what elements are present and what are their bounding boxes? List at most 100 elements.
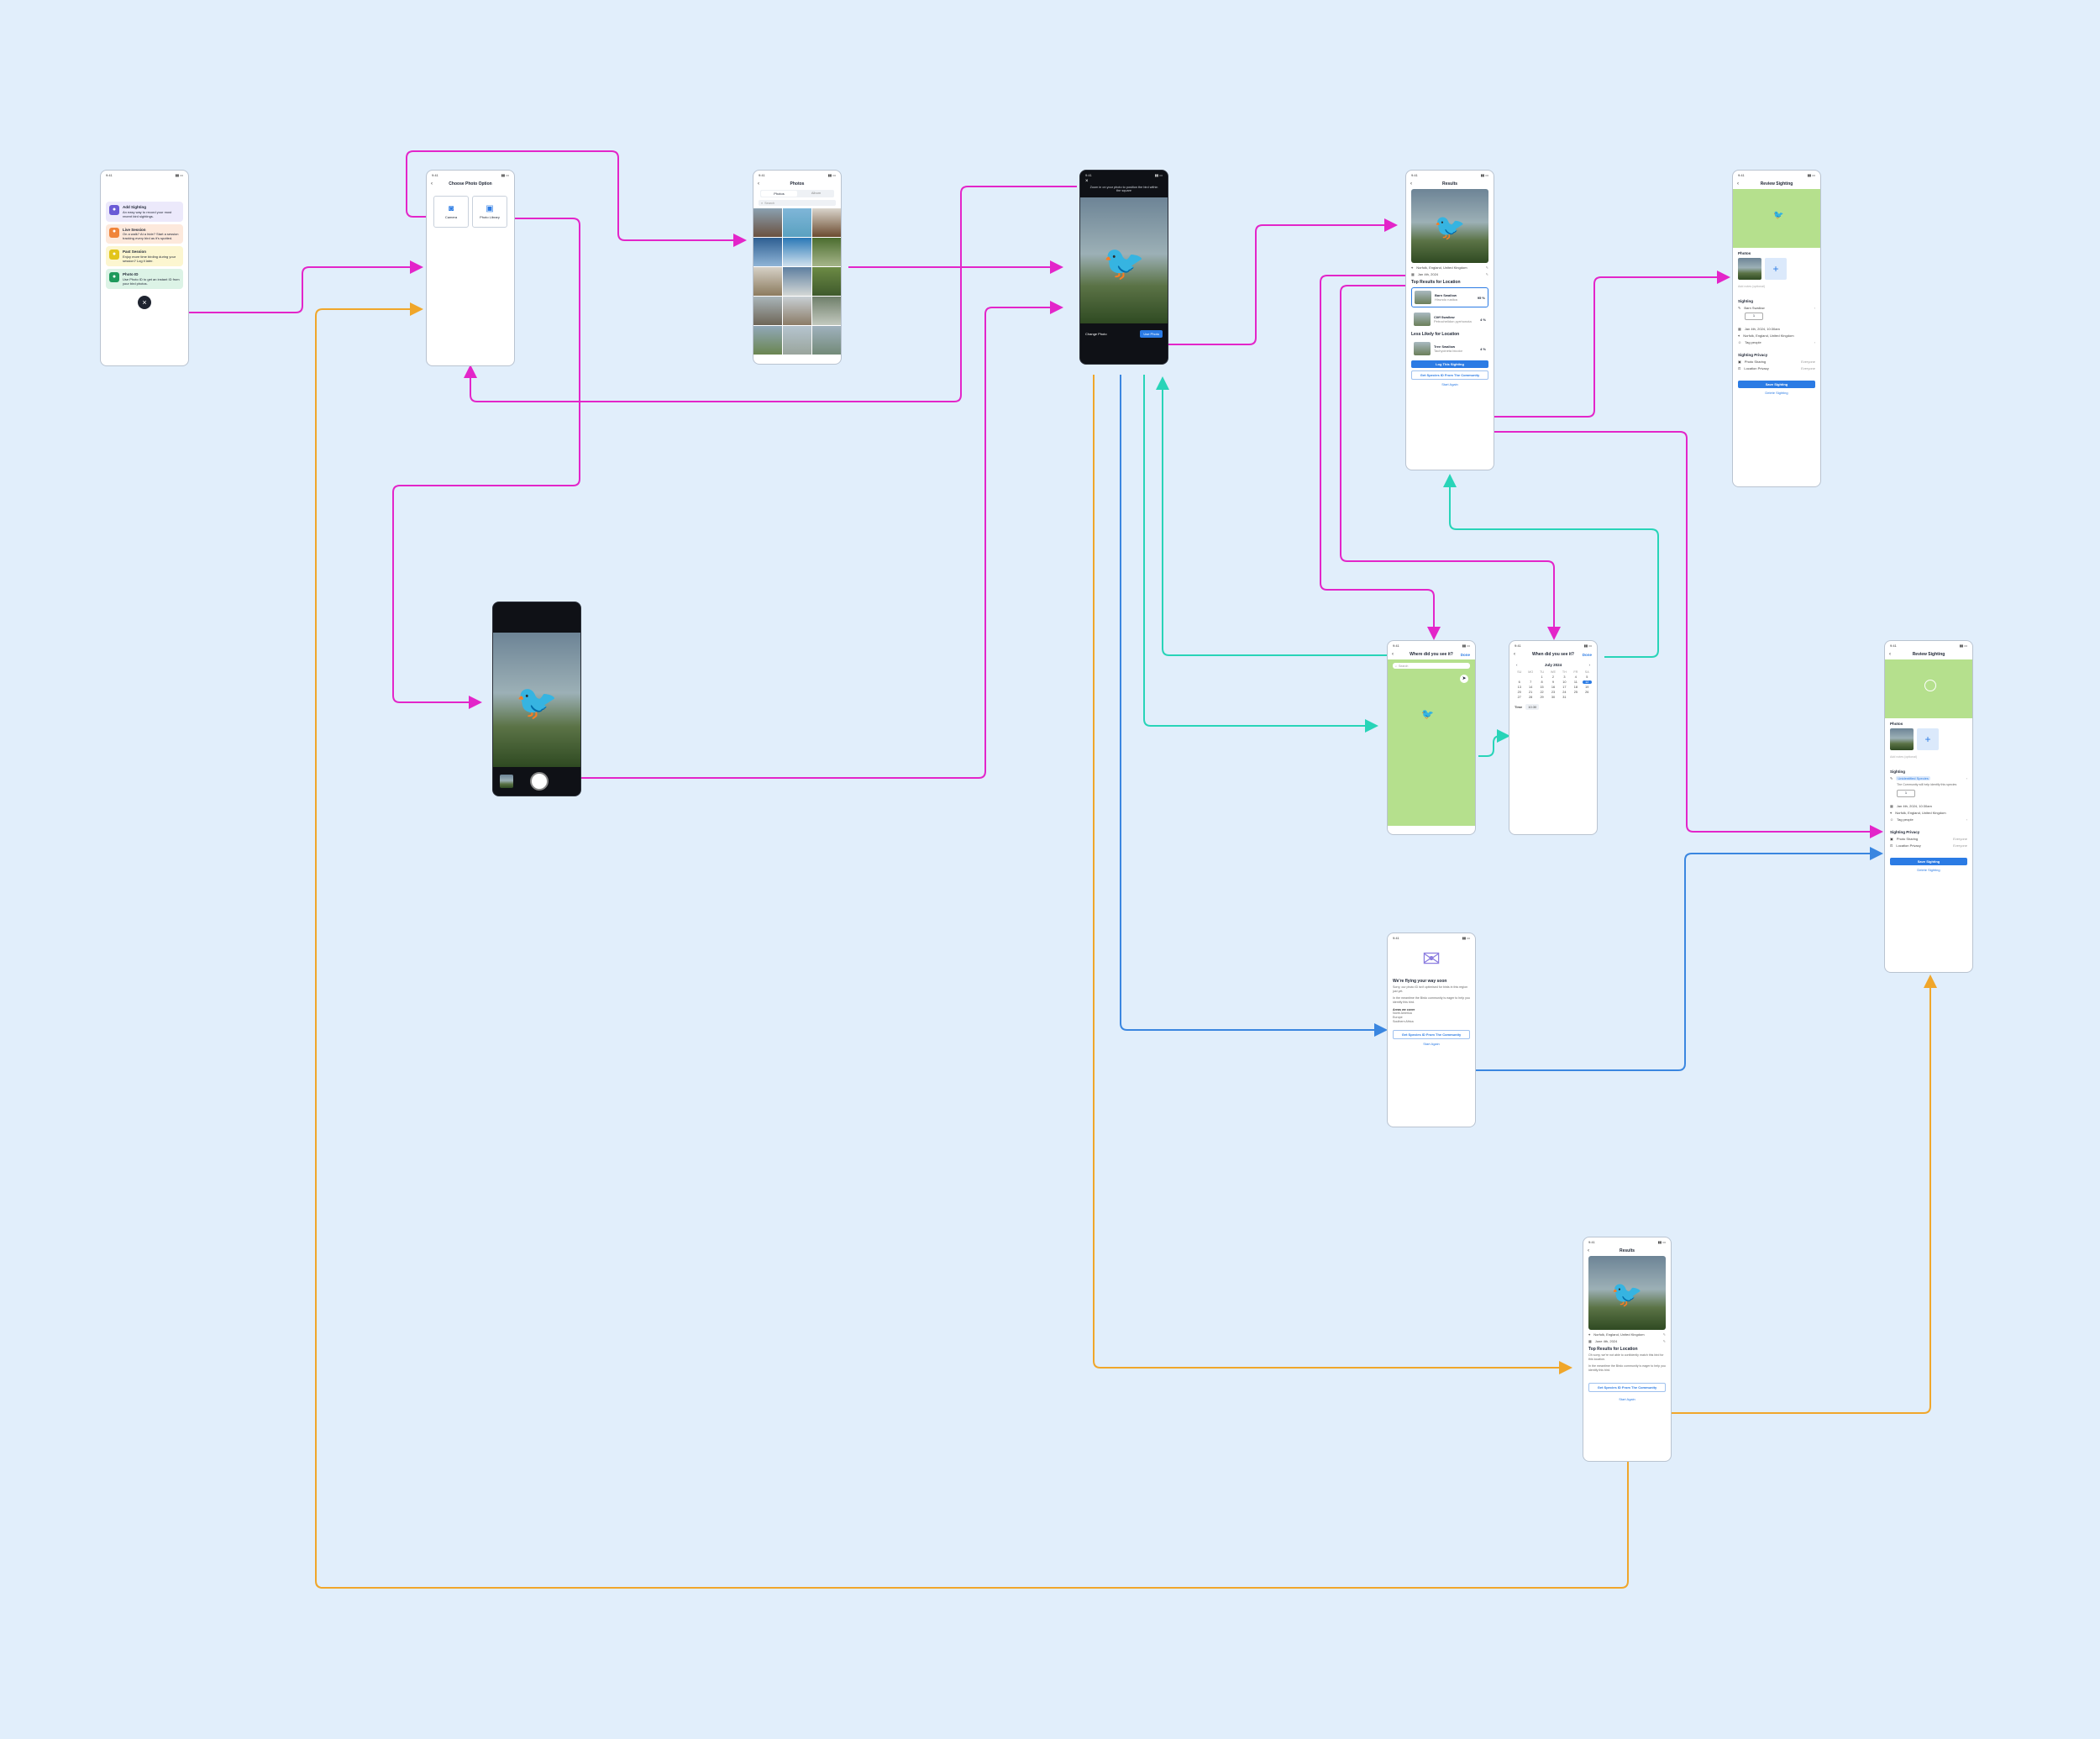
calendar-day[interactable]: 14 <box>1525 686 1535 689</box>
photo-thumbnail[interactable] <box>753 267 782 296</box>
last-photo-thumbnail[interactable] <box>500 775 513 788</box>
calendar-day[interactable]: 2 <box>1548 675 1557 679</box>
calendar-day[interactable]: 6 <box>1515 680 1524 684</box>
photo-thumbnail[interactable] <box>1890 728 1914 750</box>
notes-field[interactable]: Add notes (optional) <box>1890 755 1967 759</box>
count-stepper[interactable]: 1 <box>1745 313 1763 320</box>
location-row[interactable]: ⌖Norfolk, England, United Kingdom <box>1738 334 1815 338</box>
calendar-day[interactable]: 29 <box>1537 696 1546 699</box>
community-id-button[interactable]: Get Species ID From The Community <box>1588 1383 1666 1392</box>
delete-sighting-link[interactable]: Delete Sighting <box>1733 391 1820 395</box>
calendar-day[interactable]: 21 <box>1525 691 1535 694</box>
photo-thumbnail[interactable] <box>812 208 841 237</box>
photo-thumbnail[interactable] <box>753 208 782 237</box>
save-sighting-button[interactable]: Save Sighting <box>1738 381 1815 388</box>
calendar-day[interactable]: 30 <box>1548 696 1557 699</box>
delete-sighting-link[interactable]: Delete Sighting <box>1885 868 1972 872</box>
calendar-day[interactable]: 28 <box>1525 696 1535 699</box>
back-icon[interactable]: ‹ <box>1588 1248 1589 1253</box>
date-row[interactable]: ▦Jan 4th, 2024, 10:30am <box>1738 327 1815 331</box>
photo-thumbnail[interactable] <box>783 208 811 237</box>
calendar-day[interactable]: 22 <box>1537 691 1546 694</box>
species-row[interactable]: ✎Unidentified Species› <box>1890 776 1967 780</box>
log-sighting-button[interactable]: Log This Sighting <box>1411 360 1488 368</box>
calendar-day[interactable]: 5 <box>1583 675 1592 679</box>
month-label[interactable]: July 2024 <box>1545 663 1562 667</box>
use-photo-button[interactable]: Use Photo <box>1140 330 1163 338</box>
calendar-day[interactable]: 8 <box>1537 680 1546 684</box>
crop-photo[interactable]: 🐦 <box>1080 197 1168 323</box>
close-icon[interactable]: × <box>1085 179 1168 184</box>
photo-thumbnail[interactable] <box>753 326 782 355</box>
calendar-day[interactable]: 16 <box>1548 686 1557 689</box>
community-id-button[interactable]: Get Species ID From The Community <box>1411 370 1488 380</box>
tag-people-row[interactable]: ☺Tag people› <box>1738 340 1815 344</box>
location-row[interactable]: ⌖Norfolk, England, United Kingdom <box>1890 811 1967 815</box>
tab-album[interactable]: Album <box>798 190 834 197</box>
calendar-day[interactable]: 20 <box>1515 691 1524 694</box>
done-button[interactable]: Done <box>1461 653 1470 657</box>
photo-thumbnail[interactable] <box>812 326 841 355</box>
add-photo-button[interactable]: + <box>1765 258 1787 280</box>
calendar-day[interactable]: 9 <box>1548 680 1557 684</box>
calendar-day[interactable]: 15 <box>1537 686 1546 689</box>
photo-thumbnail[interactable] <box>783 238 811 266</box>
back-icon[interactable]: ‹ <box>431 181 433 187</box>
back-icon[interactable]: ‹ <box>1737 181 1739 187</box>
search-input[interactable]: ⌕Search <box>1393 663 1470 669</box>
location-row[interactable]: ⌖Norfolk, England, United Kingdom✎ <box>1411 265 1488 270</box>
photo-thumbnail[interactable] <box>812 238 841 266</box>
add-photo-button[interactable]: + <box>1917 728 1939 750</box>
photo-thumbnail[interactable] <box>783 326 811 355</box>
photo-thumbnail[interactable] <box>753 238 782 266</box>
calendar-day[interactable]: 24 <box>1560 691 1569 694</box>
chevron-left-icon[interactable]: ‹ <box>1516 663 1518 667</box>
calendar-day[interactable]: 1 <box>1537 675 1546 679</box>
photo-thumbnail[interactable] <box>812 267 841 296</box>
photo-thumbnail[interactable] <box>753 297 782 325</box>
start-again-link[interactable]: Start Again <box>1406 382 1494 386</box>
calendar-day[interactable]: 4 <box>1571 675 1580 679</box>
search-input[interactable]: ⌕Search <box>759 200 836 206</box>
calendar-day[interactable]: 27 <box>1515 696 1524 699</box>
calendar-day[interactable]: 11 <box>1571 680 1580 684</box>
photo-thumbnail[interactable] <box>1738 258 1761 280</box>
back-icon[interactable]: ‹ <box>1410 181 1412 187</box>
location-row[interactable]: ⌖Norfolk, England, United Kingdom✎ <box>1588 1332 1666 1337</box>
calendar-day[interactable]: 17 <box>1560 686 1569 689</box>
date-row[interactable]: ▦Jan 4th, 2024, 10:30am <box>1890 804 1967 808</box>
start-again-link[interactable]: Start Again <box>1388 1042 1475 1046</box>
calendar-day[interactable]: 10 <box>1560 680 1569 684</box>
back-icon[interactable]: ‹ <box>758 181 759 187</box>
shutter-button[interactable] <box>530 772 549 791</box>
library-option-button[interactable]: ▣Photo Library <box>472 196 507 228</box>
date-row[interactable]: ▦Jan 4th, 2024✎ <box>1411 272 1488 276</box>
calendar-day[interactable]: 25 <box>1571 691 1580 694</box>
tag-people-row[interactable]: ☺Tag people› <box>1890 817 1967 822</box>
tab-photos[interactable]: Photos <box>761 191 797 197</box>
count-stepper[interactable]: 1 <box>1897 790 1915 797</box>
save-sighting-button[interactable]: Save Sighting <box>1890 858 1967 865</box>
camera-option-button[interactable]: ◙Camera <box>433 196 469 228</box>
notes-field[interactable]: Add notes (optional) <box>1738 285 1815 289</box>
back-icon[interactable]: ‹ <box>1889 652 1891 657</box>
back-icon[interactable]: ‹ <box>1514 652 1515 657</box>
calendar-day[interactable]: 7 <box>1525 680 1535 684</box>
calendar-day[interactable]: 18 <box>1571 686 1580 689</box>
locate-icon[interactable]: ➤ <box>1460 675 1468 683</box>
photo-thumbnail[interactable] <box>812 297 841 325</box>
date-row[interactable]: ▦June 4th, 2024✎ <box>1588 1339 1666 1343</box>
photo-thumbnail[interactable] <box>783 297 811 325</box>
species-row[interactable]: ✎Barn Swallow› <box>1738 306 1815 310</box>
community-id-button[interactable]: Get Species ID From The Community <box>1393 1030 1470 1039</box>
